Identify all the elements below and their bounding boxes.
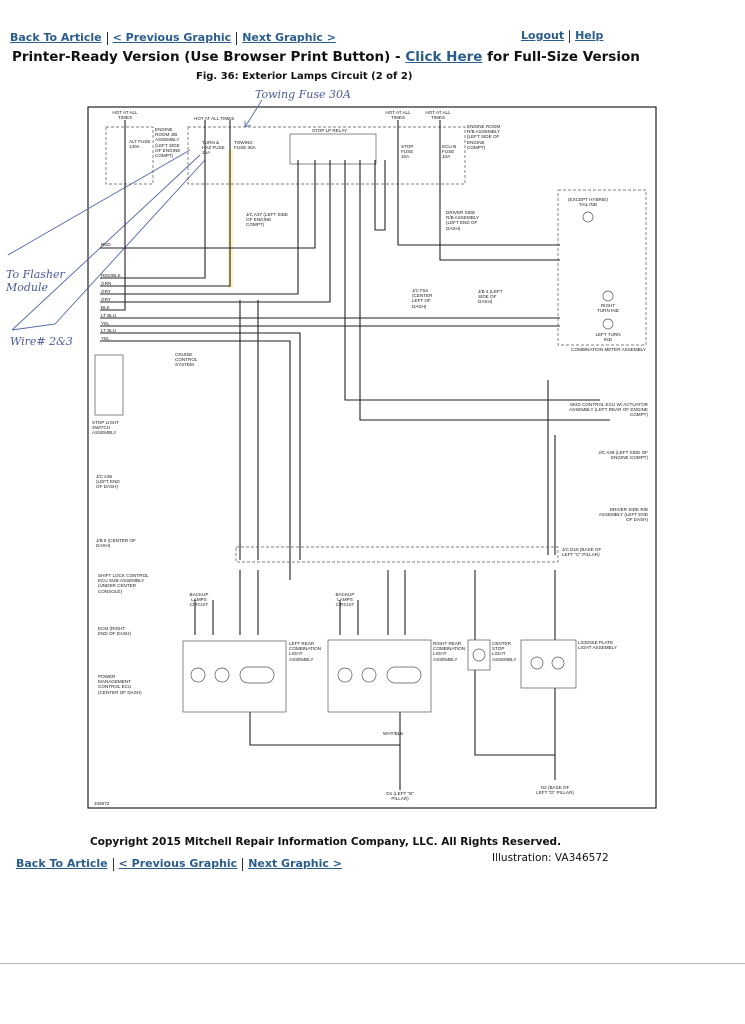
wire-1-label: RED [101,242,111,247]
wire-4-label: GRY [101,289,111,294]
divider [242,857,244,871]
jc-a37-label: J/C A37 (LEFT SIDE OF ENGINE COMPT) [246,212,289,228]
wire-10-label: YEL [101,336,110,341]
copyright: Copyright 2015 Mitchell Repair Informati… [90,836,562,848]
power-management-ecu-label: POWER MANAGEMENT CONTROL ECU (CENTER OF … [98,674,142,695]
diagram-id: 346572 [94,801,110,806]
left-rear-combination-box [182,640,287,713]
previous-graphic-link[interactable]: < Previous Graphic [112,31,232,44]
divider [236,31,238,45]
stop-lp-relay-label: STOP LP RELAY [312,128,348,133]
next-graphic-link[interactable]: Next Graphic > [248,857,342,870]
right-turn-lamp [602,290,614,302]
ecm-label: ECM (RIGHT END OF DASH) [98,626,131,637]
logout-link[interactable]: Logout [521,29,565,42]
left-rear-label: LEFT REAR COMBINATION LIGHT ASSEMBLY [289,641,322,662]
wire-7-label: LT BLU [101,313,116,318]
wire-2-label: RED/BLK [101,273,122,278]
divider [569,29,571,43]
tail-indicator-lamp [582,211,594,223]
driver-rb-label-2: DRIVER SIDE R/B ASSEMBLY (LEFT END OF DA… [598,507,648,523]
right-turn-label: RIGHT TURN IND [597,303,619,314]
wire-3-label: GRN [101,281,111,286]
jc-a36-label: J/C A36 (LEFT END OF DASH) [96,474,120,490]
jb5-label: J/B 5 (CENTER OF DASH) [96,538,136,549]
engine-room-jb-box [187,126,466,185]
stop-light-switch-box [94,354,124,416]
combination-meter-label: COMBINATION METER ASSEMBLY [571,347,646,352]
right-rear-combination-box [327,639,432,713]
engine-jb-label: ENGINE ROOM J/B ASSEMBLY (LEFT SIDE OF E… [155,127,181,159]
illustration-id: Illustration: VA346572 [492,852,609,864]
printer-ready-title: Printer-Ready Version (Use Browser Print… [12,49,640,65]
wire-9-label: LT BLU [101,328,116,333]
skid-control-ecu-label: SKID CONTROL ECU W/ ACTUATOR ASSEMBLY (L… [569,402,648,418]
turn-haz-fuse-label: TURN & HAZ FUSE 15A [202,140,225,156]
jc-d19-box [235,546,559,563]
handwritten-towing-fuse: Towing Fuse 30A [255,88,351,101]
driver-rb-label: DRIVER SIDE R/B ASSEMBLY (LEFT END OF DA… [446,210,480,231]
ground-o1-label: O1 (LEFT "B" PILLAR) [386,791,414,802]
full-size-text: for Full-Size Version [482,49,640,65]
wire-wht-blk-label: WHT/BLK [383,731,404,736]
shift-lock-ecu-label: SHIFT LOCK CONTROL ECU SUB-ASSEMBLY (UND… [98,573,149,594]
jb4-label: J/B 4 (LEFT SIDE OF DASH) [478,289,503,305]
annotation-arrows [7,99,263,331]
stop-light-switch-label: STOP LIGHT SWITCH ASSEMBLY [92,420,120,436]
engine-rb-label: ENGINE ROOM R/B ASSEMBLY (LEFT SIDE OF E… [467,124,501,150]
divider [106,31,108,45]
hot-at-all-times-label: HOT AT ALL TIMES [194,116,235,121]
alt-fuse-label: ALT FUSE 140A [129,139,151,150]
account-nav: Logout Help [521,29,603,43]
printer-ready-text: Printer-Ready Version (Use Browser Print… [12,49,406,65]
figure-caption: Fig. 36: Exterior Lamps Circuit (2 of 2) [196,71,413,82]
wire-6-label: BLK [101,305,111,310]
backup-lamps-label: BACKUP LAMPS CIRCUIT [335,592,355,608]
license-plate-label: LICENSE PLATE LIGHT ASSEMBLY [578,640,617,651]
back-to-article-link[interactable]: Back To Article [10,31,102,44]
left-turn-lamp [602,318,614,330]
backup-lamps-label: BACKUP LAMPS CIRCUIT [189,592,209,608]
help-link[interactable]: Help [575,29,604,42]
hot-at-all-times-label: HOT AT ALL TIMES [112,110,138,121]
left-turn-label: LEFT TURN IND [595,332,621,343]
wire-8-label: YEL [101,321,110,326]
combination-meter-box [557,189,647,346]
cruise-control-label: CRUISE CONTROL SYSTEM [175,352,198,368]
previous-graphic-link[interactable]: < Previous Graphic [118,857,238,870]
right-rear-label: RIGHT REAR COMBINATION LIGHT ASSEMBLY [433,641,466,662]
divider [112,857,114,871]
hot-at-all-times-label: HOT AT ALL TIMES [385,110,411,121]
top-nav: Back To Article < Previous Graphic Next Gr… [10,31,336,45]
jc-d19-label: J/C D19 (BASE OF LEFT "C" PILLAR) [562,547,602,558]
stop-lp-relay-box [289,133,377,165]
diagram-frame [87,106,657,809]
ground-o2-label: O2 (BASE OF LEFT "D" PILLAR) [536,785,574,796]
click-here-link[interactable]: Click Here [405,49,483,65]
back-to-article-link[interactable]: Back To Article [16,857,108,870]
handwritten-flasher-note: To Flasher Module [6,268,65,294]
ecub-fuse-label: ECU-B FUSE 10A [442,144,457,160]
page-edge [0,963,745,964]
next-graphic-link[interactable]: Next Graphic > [242,31,336,44]
towing-fuse-label: TOWING FUSE 30A [234,140,256,151]
stop-fuse-label: STOP FUSE 10A [401,144,414,160]
wire-5-label: GRY [101,297,111,302]
wires [100,120,610,790]
bottom-nav: Back To Article < Previous Graphic Next Gr… [16,857,342,871]
alt-fuse-box [105,126,154,185]
tail-ind-label: (EXCEPT HYBRID) TAIL IND [568,197,608,208]
jc-a39-label: J/C A39 (LEFT SIDE OF ENGINE COMPT) [598,450,648,461]
hot-at-all-times-label: HOT AT ALL TIMES [425,110,451,121]
handwritten-wire-note: Wire# 2&3 [10,335,73,348]
center-stop-label: CENTER STOP LIGHT ASSEMBLY [492,641,517,662]
rear-lamp-bulbs [190,639,577,689]
jc-f54-label: J/C F54 (CENTER LEFT OF DASH) [412,288,433,309]
